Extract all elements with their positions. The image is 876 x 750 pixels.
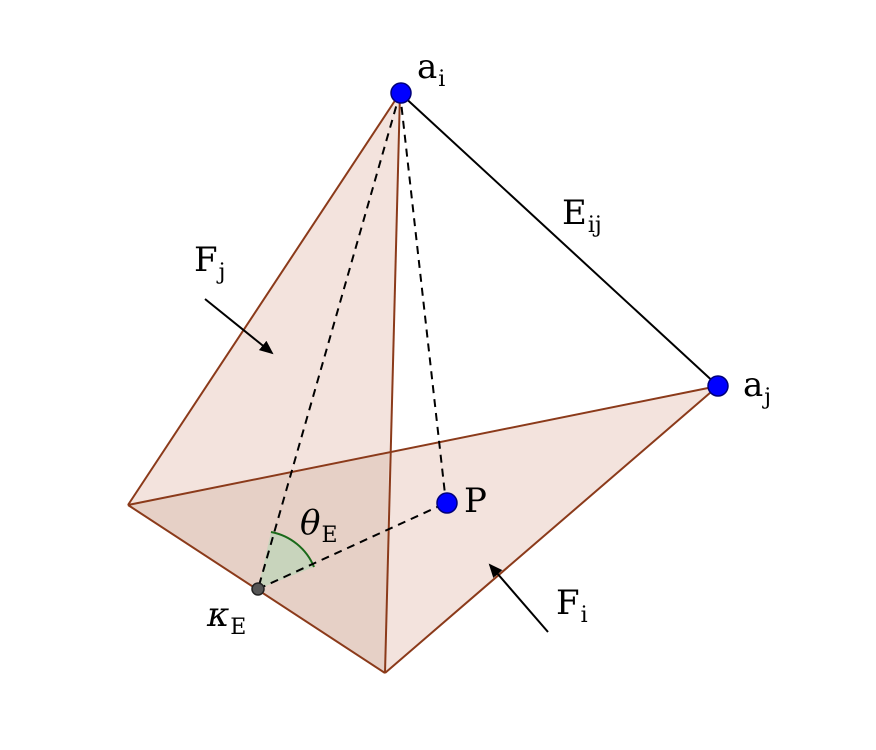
dashed-lines: [257, 92, 447, 590]
label-fi-main: F: [556, 583, 580, 623]
label-fi-sub: i: [580, 603, 588, 628]
label-theta-main: θ: [300, 503, 321, 543]
label-face-fj: Fj: [194, 243, 225, 284]
label-point-kappa: κE: [207, 598, 246, 639]
point-aj: [707, 375, 729, 397]
label-kappa-sub: E: [230, 615, 247, 640]
label-angle-theta: θE: [300, 506, 338, 547]
label-fj-sub: j: [218, 260, 226, 285]
label-edge-eij: Eij: [562, 196, 602, 237]
edge-left-aj: [127, 385, 719, 506]
label-aj-sub: j: [764, 385, 772, 410]
dashed-ai-p: [399, 92, 447, 504]
label-theta-sub: E: [321, 523, 338, 548]
label-ai-sub: i: [438, 67, 446, 92]
dashed-ai-kappa: [257, 92, 401, 590]
edge-bottom-aj: [384, 385, 719, 674]
angle-theta-wedge: [258, 532, 314, 589]
point-kappa: [251, 582, 265, 596]
label-ai-main: a: [417, 47, 438, 87]
arrow-fi: [488, 563, 549, 633]
label-fj-main: F: [194, 240, 218, 280]
face-overlap: [128, 452, 389, 673]
label-face-fi: Fi: [556, 586, 588, 627]
edge-eij: [399, 92, 719, 387]
point-ai: [390, 82, 412, 104]
label-point-p: P: [464, 484, 487, 518]
label-vertex-ai: ai: [417, 50, 445, 91]
label-eij-sub: ij: [587, 213, 602, 238]
label-p-main: P: [464, 481, 487, 521]
point-p: [436, 492, 458, 514]
angle-theta-arc: [270, 531, 315, 568]
label-aj-main: a: [743, 365, 764, 405]
dashed-kappa-p: [257, 502, 447, 590]
label-vertex-aj: aj: [743, 368, 771, 409]
arrow-fj: [204, 298, 274, 355]
edge-ai-bottom: [384, 92, 401, 674]
edge-ai-left: [127, 92, 401, 506]
label-eij-main: E: [562, 193, 587, 233]
label-kappa-main: κ: [207, 595, 230, 635]
